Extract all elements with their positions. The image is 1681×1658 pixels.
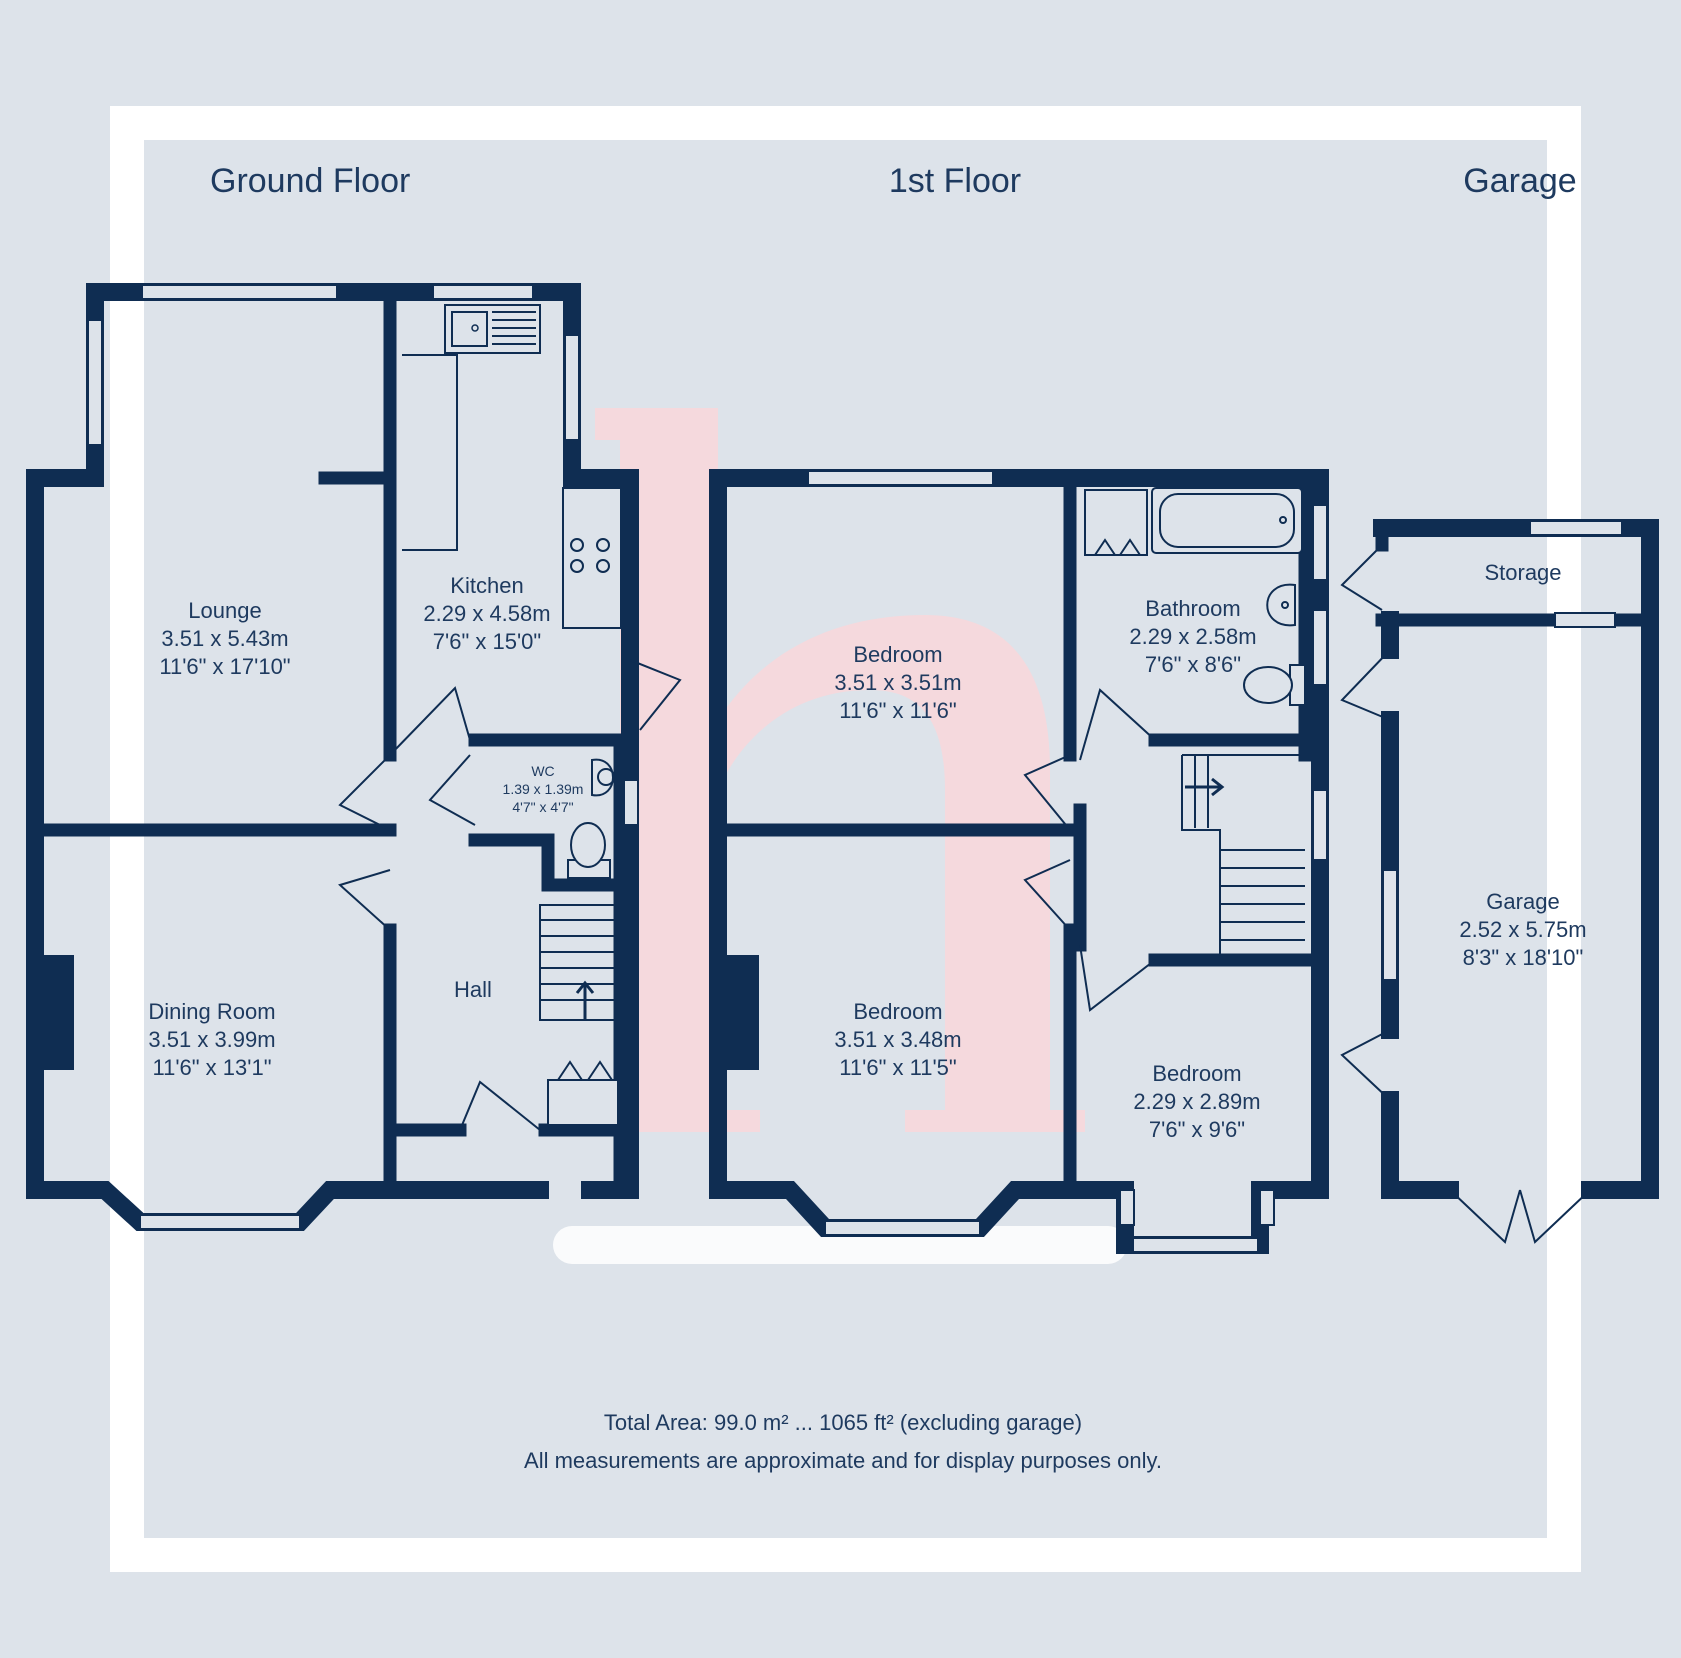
bedroom3-name: Bedroom [1152, 1061, 1241, 1086]
garage-imperial: 8'3" x 18'10" [1463, 945, 1584, 970]
garage-floor-title: Garage [1463, 162, 1576, 200]
ground-floor-plan [26, 283, 682, 1231]
dining-imperial: 11'6" x 13'1" [152, 1055, 271, 1080]
wc-metric: 1.39 x 1.39m [503, 781, 584, 797]
bathroom-imperial: 7'6" x 8'6" [1145, 652, 1241, 677]
lounge-name: Lounge [188, 598, 261, 623]
first-floor-title: 1st Floor [889, 162, 1021, 200]
hall-name: Hall [454, 977, 492, 1002]
label-bedroom-rear: Bedroom 3.51 x 3.48m 11'6" x 11'5" [834, 999, 961, 1080]
kitchen-metric: 2.29 x 4.58m [423, 601, 550, 626]
label-dining-room: Dining Room 3.51 x 3.99m 11'6" x 13'1" [148, 999, 275, 1080]
wc-imperial: 4'7" x 4'7" [512, 799, 573, 815]
bedroom1-imperial: 11'6" x 11'6" [839, 698, 956, 723]
dining-name: Dining Room [148, 999, 275, 1024]
disclaimer-text: All measurements are approximate and for… [524, 1448, 1162, 1473]
bedroom1-metric: 3.51 x 3.51m [834, 670, 961, 695]
label-bedroom-front: Bedroom 3.51 x 3.51m 11'6" x 11'6" [834, 642, 961, 723]
bedroom1-name: Bedroom [853, 642, 942, 667]
outer-frame [110, 106, 1581, 1572]
label-kitchen: Kitchen 2.29 x 4.58m 7'6" x 15'0" [423, 573, 550, 654]
bedroom2-name: Bedroom [853, 999, 942, 1024]
lounge-metric: 3.51 x 5.43m [161, 626, 288, 651]
garage-name: Garage [1486, 889, 1559, 914]
dining-metric: 3.51 x 3.99m [148, 1027, 275, 1052]
label-garage: Garage 2.52 x 5.75m 8'3" x 18'10" [1459, 889, 1586, 970]
label-bathroom: Bathroom 2.29 x 2.58m 7'6" x 8'6" [1129, 596, 1256, 677]
bedroom2-metric: 3.51 x 3.48m [834, 1027, 961, 1052]
first-floor-plan [709, 469, 1329, 1254]
bedroom2-imperial: 11'6" x 11'5" [839, 1055, 956, 1080]
bedroom3-imperial: 7'6" x 9'6" [1149, 1117, 1245, 1142]
lounge-imperial: 11'6" x 17'10" [159, 654, 290, 679]
kitchen-name: Kitchen [450, 573, 523, 598]
wc-name: WC [531, 763, 554, 779]
bedroom3-metric: 2.29 x 2.89m [1133, 1089, 1260, 1114]
label-storage: Storage [1484, 560, 1561, 585]
total-area-text: Total Area: 99.0 m² ... 1065 ft² (exclud… [604, 1410, 1082, 1435]
label-hall: Hall [454, 977, 492, 1002]
label-bedroom-small: Bedroom 2.29 x 2.89m 7'6" x 9'6" [1133, 1061, 1260, 1142]
storage-name: Storage [1484, 560, 1561, 585]
label-wc: WC 1.39 x 1.39m 4'7" x 4'7" [503, 763, 584, 815]
kitchen-imperial: 7'6" x 15'0" [433, 629, 541, 654]
garage-metric: 2.52 x 5.75m [1459, 917, 1586, 942]
bathroom-metric: 2.29 x 2.58m [1129, 624, 1256, 649]
garage-plan [1340, 519, 1659, 1244]
ground-floor-title: Ground Floor [210, 162, 410, 200]
bathroom-name: Bathroom [1145, 596, 1240, 621]
label-lounge: Lounge 3.51 x 5.43m 11'6" x 17'10" [159, 598, 290, 679]
